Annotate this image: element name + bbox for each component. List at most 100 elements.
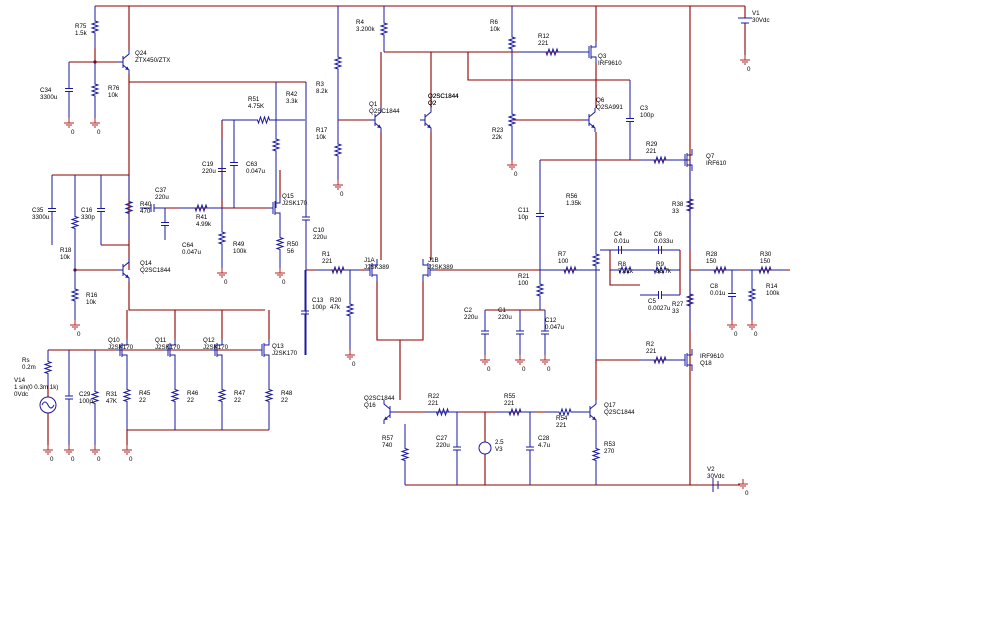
drain-lead (122, 339, 128, 346)
component-label-text: 220u (498, 314, 512, 321)
source-lead (372, 274, 378, 281)
resistor-body (507, 80, 517, 160)
resistor-r47 (217, 361, 227, 430)
resistor-r16 (70, 270, 80, 320)
component-label-text: Q2 (428, 100, 437, 107)
resistor-r28 (700, 265, 740, 275)
ground-symbol (90, 445, 100, 455)
resistor-body (610, 265, 640, 275)
component-label-text: R17 (316, 127, 328, 134)
wire (376, 281, 424, 341)
capacitor-c35 (48, 175, 56, 245)
source-lead (591, 56, 597, 63)
source-lead (122, 354, 128, 361)
fet-j1b (422, 259, 435, 281)
ground-symbol (738, 479, 748, 489)
resistor-r12 (520, 47, 584, 57)
capacitor-c13 (301, 270, 309, 355)
wire (595, 132, 690, 161)
component-label-text: J2SK170 (272, 350, 298, 357)
collector-lead (383, 400, 391, 410)
component-label-text: Q2SC1844 (604, 409, 635, 416)
component-label-text: R1 (322, 251, 330, 258)
resistor-body (745, 265, 785, 275)
component-label-text: C5 (648, 298, 656, 305)
component-label-text: C29 (79, 391, 91, 398)
resistor-body (333, 120, 343, 180)
resistor-r4 (379, 6, 389, 52)
resistor-body (545, 407, 585, 417)
component-label-text: Q2 (428, 100, 437, 107)
component-label-text: Q16 (364, 402, 376, 409)
source-lead (264, 354, 270, 361)
drain-lead (170, 339, 176, 346)
component-label-text: 740 (382, 442, 393, 449)
resistor-r38 (685, 160, 695, 250)
transistor-q16 (383, 400, 395, 424)
label-r8: R87.32k (618, 261, 634, 275)
component-label-text: R46 (187, 390, 199, 397)
component-label-text: C63 (246, 161, 258, 168)
component-label-text: 3.200k (356, 26, 375, 33)
ground-symbol (64, 445, 74, 455)
fet-q10 (115, 339, 128, 361)
component-label-text: Q3 (598, 53, 607, 60)
resistor-body (90, 62, 100, 118)
resistor-r51 (222, 115, 305, 125)
component-label-text: 0.2m (22, 364, 36, 371)
component-label-text: 30Vdc (707, 473, 725, 480)
resistor-body (591, 424, 601, 485)
component-label-text: C28 (538, 435, 550, 442)
source-lead (422, 274, 428, 281)
resistor-r14 (747, 270, 757, 320)
ground-symbol (515, 355, 525, 365)
component-label-text: 22 (281, 397, 288, 404)
ground-symbol (480, 355, 490, 365)
component-label-text: Q2SA991 (596, 104, 623, 111)
emitter-arrow (125, 66, 129, 70)
component-label-text: 221 (538, 40, 549, 47)
component-label-text: 221 (504, 400, 515, 407)
component-label-text: R49 (233, 241, 245, 248)
ground-symbol (122, 445, 132, 455)
component-label-text: R42 (286, 91, 298, 98)
component-label-text: ZTX450/ZTX (135, 57, 170, 64)
component-label-text: 22 (234, 397, 241, 404)
resistor-body (495, 407, 535, 417)
ground-label: 0 (77, 331, 81, 338)
component-label-text: V2 (707, 466, 715, 473)
component-label-text: Q2SC1844 (140, 267, 171, 274)
component-label-text: C12 (545, 317, 557, 324)
component-label-text: Q2SC1844 (428, 93, 459, 100)
component-label-text: 221 (646, 148, 657, 155)
capacitor-c8 (728, 270, 736, 320)
emitter-arrow (591, 124, 595, 128)
component-label-text: C27 (436, 435, 448, 442)
resistor-body (264, 361, 274, 430)
component-label-text: Q13 (272, 343, 284, 350)
component-label-text: R30 (760, 251, 772, 258)
